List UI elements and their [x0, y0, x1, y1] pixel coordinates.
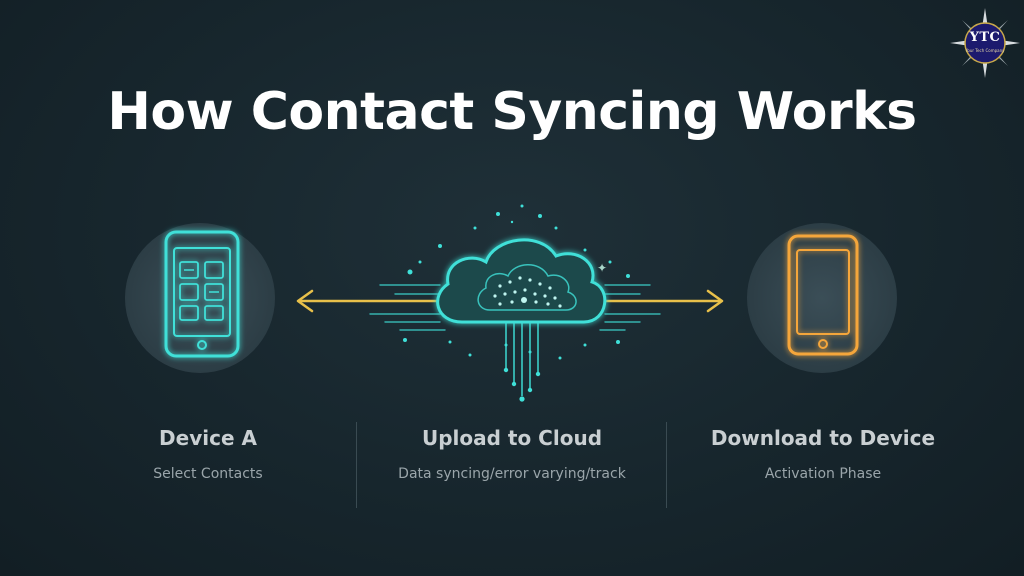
smartphone-icon — [787, 234, 859, 356]
upload-subtitle: Data syncing/error varying/track — [398, 466, 626, 482]
device-a-illustration — [125, 223, 275, 373]
device-b-illustration — [747, 223, 897, 373]
smartphone-grid-icon — [164, 230, 240, 358]
download-subtitle: Activation Phase — [764, 466, 882, 482]
compass-star-icon — [950, 8, 1020, 78]
column-divider — [356, 422, 357, 508]
column-divider — [666, 422, 667, 508]
svg-text:✦: ✦ — [597, 261, 607, 275]
device-a-heading: Device A — [159, 426, 257, 450]
device-a-subtitle: Select Contacts — [153, 466, 263, 482]
upload-heading: Upload to Cloud — [421, 426, 603, 450]
company-logo: YTC Your Tech Company — [950, 8, 1020, 78]
download-heading: Download to Device — [710, 426, 936, 450]
logo-text: YTC — [969, 30, 1001, 45]
cloud-data-icon: ✦ — [369, 204, 661, 402]
page-title: How Contact Syncing Works — [107, 82, 917, 142]
logo-subtitle: Your Tech Company — [965, 48, 1005, 53]
